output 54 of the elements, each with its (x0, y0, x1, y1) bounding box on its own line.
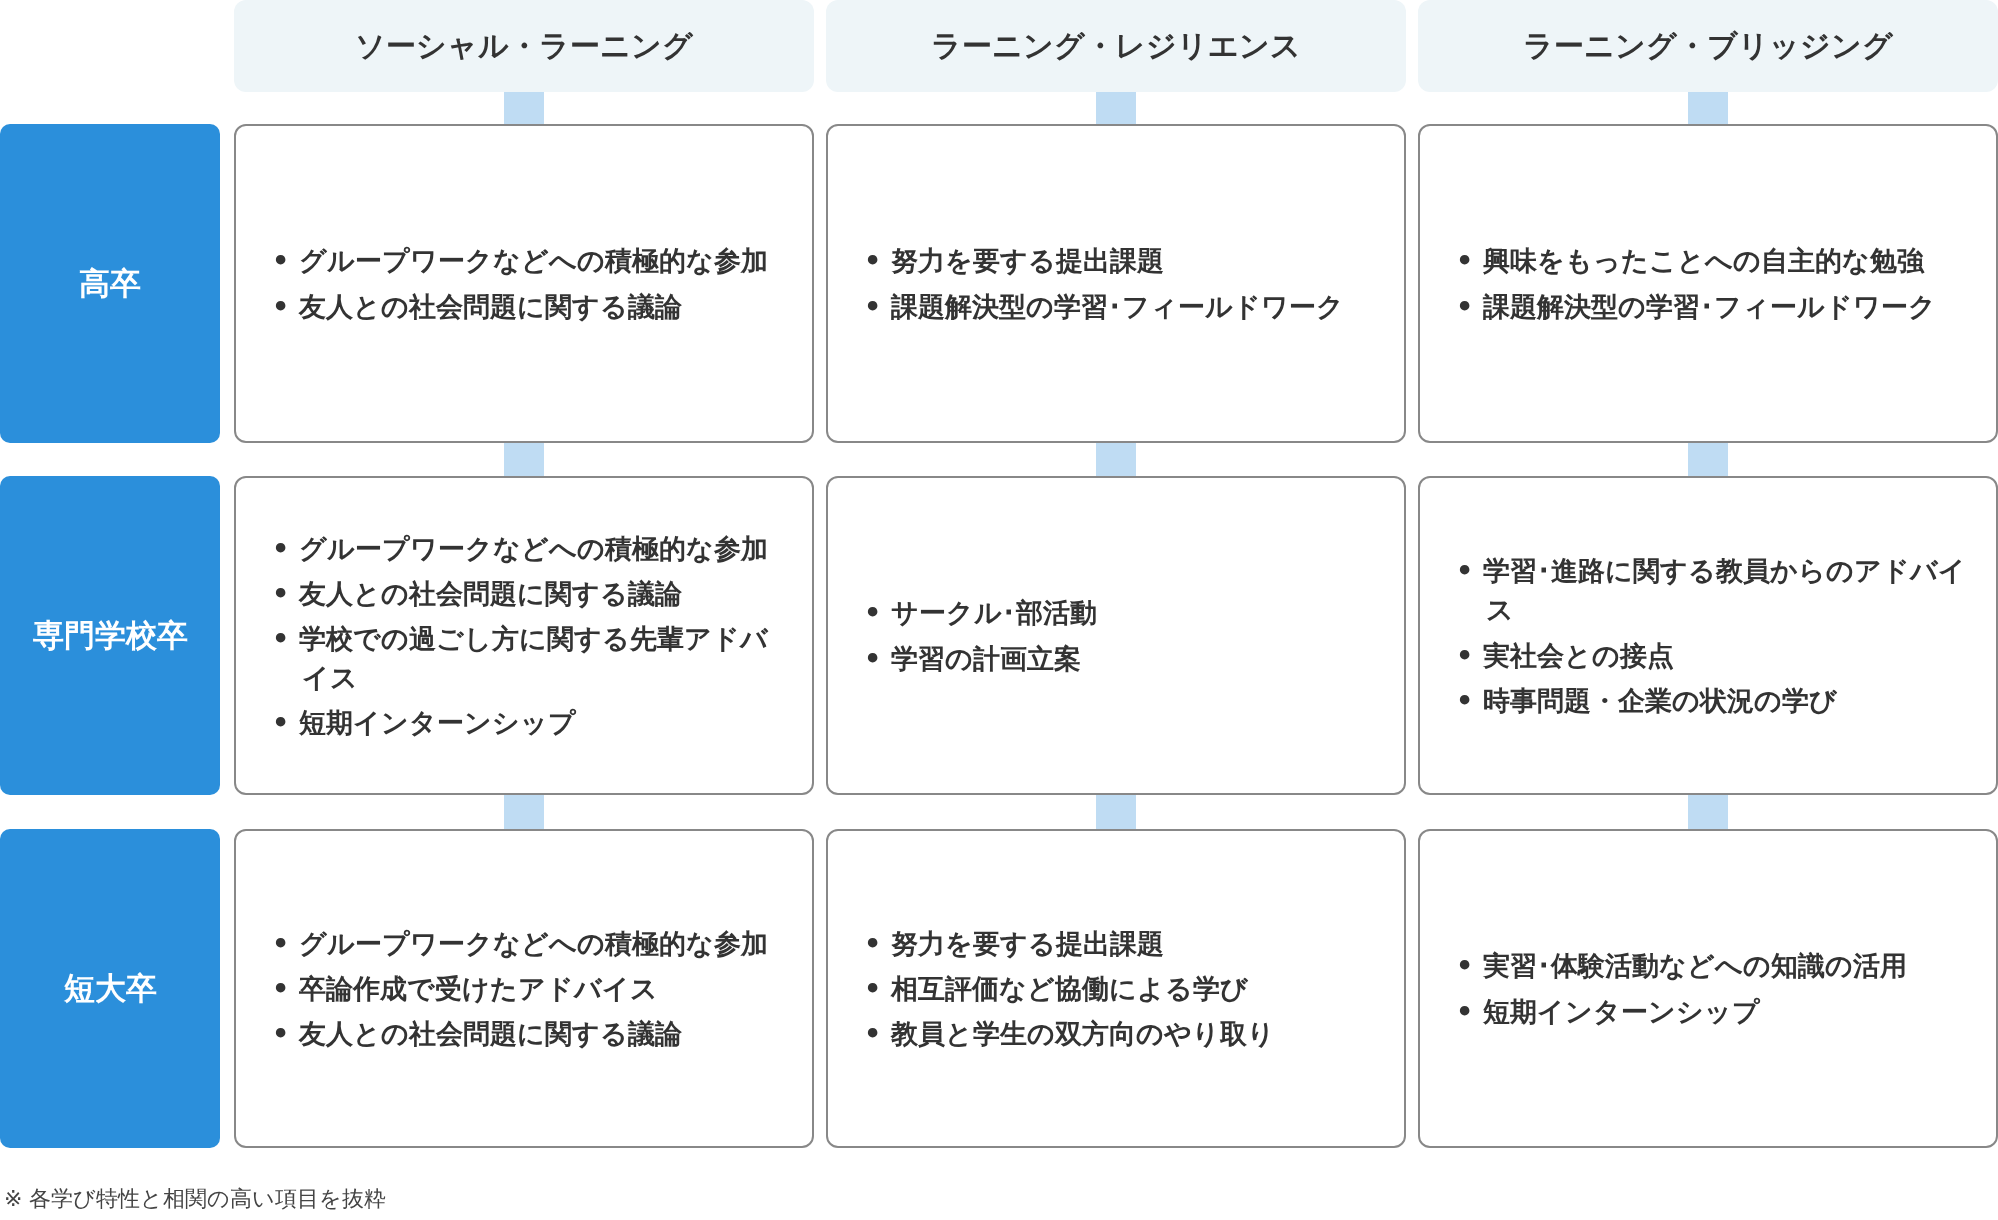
row-header (0, 829, 220, 1148)
content-card (826, 476, 1406, 795)
header-text: 短大卒 (63, 968, 157, 1008)
content-card (1418, 476, 1998, 795)
connector-bar (1688, 443, 1728, 476)
list-item: • グループワークなどへの積極的な参加 (272, 531, 769, 566)
list-item: • 興味をもったことへの自主的な勉強 (1456, 244, 1926, 279)
content-card (1418, 124, 1998, 443)
list-item: • 友人との社会問題に関する議論 (272, 576, 683, 611)
list-item: • グループワークなどへの積極的な参加 (272, 244, 769, 279)
connector-bar (504, 92, 544, 124)
header-text: 高卒 (79, 263, 141, 303)
list-item: • 教員と学生の双方向のやり取り (864, 1017, 1276, 1052)
list-item: • 課題解決型の学習･フィールドワーク (1456, 289, 1937, 324)
list-item: • 短期インターンシップ (272, 706, 577, 741)
content-card (826, 124, 1406, 443)
header-text: ラーニング・ブリッジング (1523, 26, 1893, 65)
connector-bar (1688, 795, 1728, 829)
list-item: • 短期インターンシップ (1456, 994, 1761, 1029)
row-header (0, 124, 220, 443)
column-header (826, 0, 1406, 92)
list-item: • 相互評価など協働による学び (864, 971, 1249, 1006)
content-card (234, 476, 814, 795)
list-item: • 学習の計画立案 (864, 641, 1082, 676)
list-item: • 卒論作成で受けたアドバイス (272, 971, 659, 1006)
list-item: • 友人との社会問題に関する議論 (272, 289, 683, 324)
list-item: • 学校での過ごし方に関する先輩アドバイス (272, 621, 769, 696)
connector-bar (1096, 795, 1136, 829)
content-card (1418, 829, 1998, 1148)
connector-bar (504, 795, 544, 829)
content-card (234, 124, 814, 443)
column-header (234, 0, 814, 92)
list-item: • サークル･部活動 (864, 596, 1098, 631)
header-text: ラーニング・レジリエンス (931, 26, 1301, 65)
column-header (1418, 0, 1998, 92)
connector-bar (1096, 443, 1136, 476)
connector-bar (1096, 92, 1136, 124)
header-text: 専門学校卒 (32, 615, 188, 655)
footnote: ※ 各学び特性と相関の高い項目を抜粋 (4, 1185, 387, 1213)
list-item: • 友人との社会問題に関する議論 (272, 1017, 683, 1052)
row-header (0, 476, 220, 795)
content-card (826, 829, 1406, 1148)
header-text: ソーシャル・ラーニング (355, 26, 693, 65)
list-item: • 実社会との接点 (1456, 638, 1675, 673)
list-item: • 努力を要する提出課題 (864, 926, 1165, 961)
list-item: • 課題解決型の学習･フィールドワーク (864, 289, 1345, 324)
list-item: • 時事問題・企業の状況の学び (1456, 683, 1838, 718)
connector-bar (504, 443, 544, 476)
content-card (234, 829, 814, 1148)
list-item: • 学習･進路に関する教員からのアドバイス (1456, 554, 1966, 628)
connector-bar (1688, 92, 1728, 124)
list-item: • 努力を要する提出課題 (864, 244, 1165, 279)
list-item: • 実習･体験活動などへの知識の活用 (1456, 949, 1908, 984)
list-item: • グループワークなどへの積極的な参加 (272, 926, 769, 961)
